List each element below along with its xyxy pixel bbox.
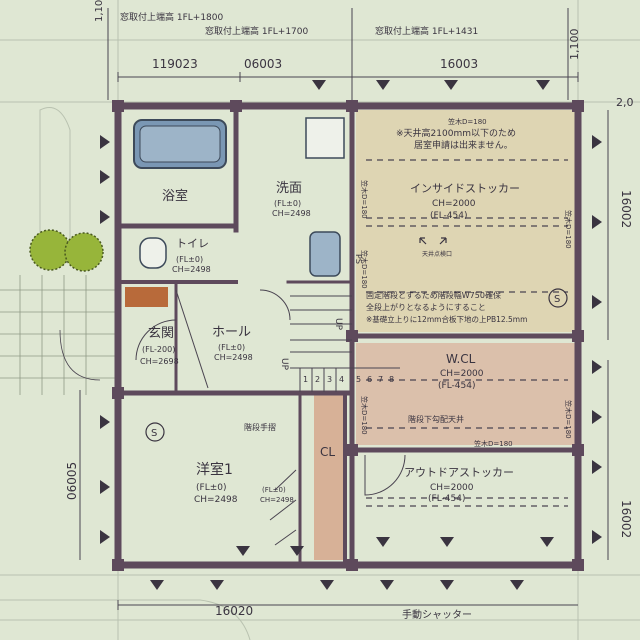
dim-right-bottom: 16002 <box>619 500 633 538</box>
sleeve-label-2: S <box>554 294 560 305</box>
dim-edge-left: 1,100 <box>94 0 105 22</box>
room-wcl-level: (FL-454) <box>438 381 475 391</box>
up-label-1: UP <box>333 318 343 331</box>
room-inside-hatch: 天井点検口 <box>422 250 452 258</box>
dim-top-left: 119023 <box>152 57 198 71</box>
cl-fill <box>314 392 344 560</box>
room-genkan-name: 玄関 <box>148 326 174 341</box>
room-wash-level: (FL±0) <box>274 199 301 208</box>
ps-label: PS <box>354 254 363 264</box>
bathtub-icon <box>133 119 227 169</box>
room-wcl-ceiling: CH=2000 <box>440 369 484 379</box>
kasagi-w2: 笠木D=180 <box>360 250 369 289</box>
stair-treads <box>175 289 400 392</box>
room-outside-ceiling: CH=2000 <box>430 483 474 493</box>
room-wash-name: 洗面 <box>276 181 302 196</box>
step-4: 4 <box>339 375 344 384</box>
porch-tiles <box>0 275 118 395</box>
sill-note-1: 窓取付上端高 1FL+1800 <box>120 11 223 23</box>
entrance-mat <box>125 287 168 307</box>
room-hall-name: ホール <box>212 325 251 340</box>
step-7: 7 <box>378 375 383 384</box>
room-toilet-ceiling: CH=2498 <box>172 265 211 274</box>
toilet-icon <box>139 237 167 269</box>
room-bath-name: 浴室 <box>162 188 188 204</box>
dim-top-right: 16003 <box>440 57 478 71</box>
dim-bottom: 16020 <box>215 604 253 618</box>
dim-edge-far: 2,0 <box>616 96 634 109</box>
room-cl-level: (FL±0) <box>262 486 286 494</box>
kasagi-right2: 笠木D=180 <box>564 400 573 439</box>
stair-note-2: 全段上がりとなるようにすること <box>366 302 486 312</box>
sill-note-2: 窓取付上端高 1FL+1700 <box>205 25 308 37</box>
room-genkan-ceiling: CH=2698 <box>140 357 179 366</box>
dim-top-mid: 06003 <box>244 57 282 71</box>
window-markers <box>100 80 602 590</box>
dashed-lines <box>366 159 568 507</box>
stair-rail-label: 階段手摺 <box>244 422 276 432</box>
wall-columns <box>112 100 584 571</box>
stair-ceiling-label: 階段下勾配天井 <box>408 414 464 424</box>
dim-right-top: 16002 <box>619 190 633 228</box>
room-outside-level: (FL-454) <box>428 494 465 504</box>
room-hall-level: (FL±0) <box>218 343 245 352</box>
door-swings <box>135 289 406 546</box>
ceiling-warning-1: ※天井高2100mm以下のため <box>396 127 516 139</box>
step-1: 1 <box>303 375 308 384</box>
room-youshitsu-level: (FL±0) <box>196 483 226 493</box>
dim-left: 06005 <box>65 462 79 500</box>
dimension-lines <box>79 8 609 610</box>
shutter-note: 手動シャッター <box>402 608 472 621</box>
step-6: 6 <box>367 375 372 384</box>
room-hall-ceiling: CH=2498 <box>214 353 253 362</box>
room-inside-name: インサイドストッカー <box>410 182 520 195</box>
washbasin-icon <box>309 231 341 277</box>
room-cl-name: CL <box>320 445 335 459</box>
kasagi-w: 笠木D=180 <box>360 396 369 435</box>
kasagi-left: 笠木D=180 <box>360 180 369 219</box>
step-3: 3 <box>327 375 332 384</box>
room-cl-ceiling: CH=2498 <box>260 496 294 504</box>
room-toilet-level: (FL±0) <box>176 255 203 264</box>
sleeve-label: S <box>151 428 157 439</box>
ceiling-warning-2: 居室申請は出来ません。 <box>414 139 513 151</box>
room-genkan-level: (FL-200) <box>142 345 175 354</box>
stair-note-1: 固定階段とするため階段幅W750確保 <box>366 290 501 300</box>
kasagi-right: 笠木D=180 <box>564 210 573 249</box>
room-outside-name: アウトドアストッカー <box>404 466 514 479</box>
hatch-icon <box>419 237 447 245</box>
sill-note-3: 窓取付上端高 1FL+1431 <box>375 25 478 37</box>
sleeve-icon <box>145 288 568 442</box>
step-5: 5 <box>356 375 361 384</box>
inside-stocker-fill <box>356 110 576 332</box>
stair-note-3: ※基礎立上りに12mm合板下地の上PB12.5mm <box>366 314 527 324</box>
up-label-2: UP <box>279 358 289 371</box>
room-wash-ceiling: CH=2498 <box>272 209 311 218</box>
kasagi-mid: 笠木D=180 <box>474 439 513 448</box>
step-8: 8 <box>389 375 394 384</box>
room-youshitsu-name: 洋室1 <box>196 461 233 478</box>
room-inside-level: (FL-454) <box>430 211 467 221</box>
kasagi-top: 笠木D=180 <box>448 117 487 126</box>
plant-icons <box>29 229 104 272</box>
step-2: 2 <box>315 375 320 384</box>
room-youshitsu-ceiling: CH=2498 <box>194 495 238 505</box>
room-inside-ceiling: CH=2000 <box>432 199 476 209</box>
dim-edge-right: 1,100 <box>568 29 581 61</box>
room-wcl-name: W.CL <box>446 352 476 366</box>
washing-machine-icon <box>305 117 345 159</box>
room-toilet-name: トイレ <box>176 237 209 250</box>
